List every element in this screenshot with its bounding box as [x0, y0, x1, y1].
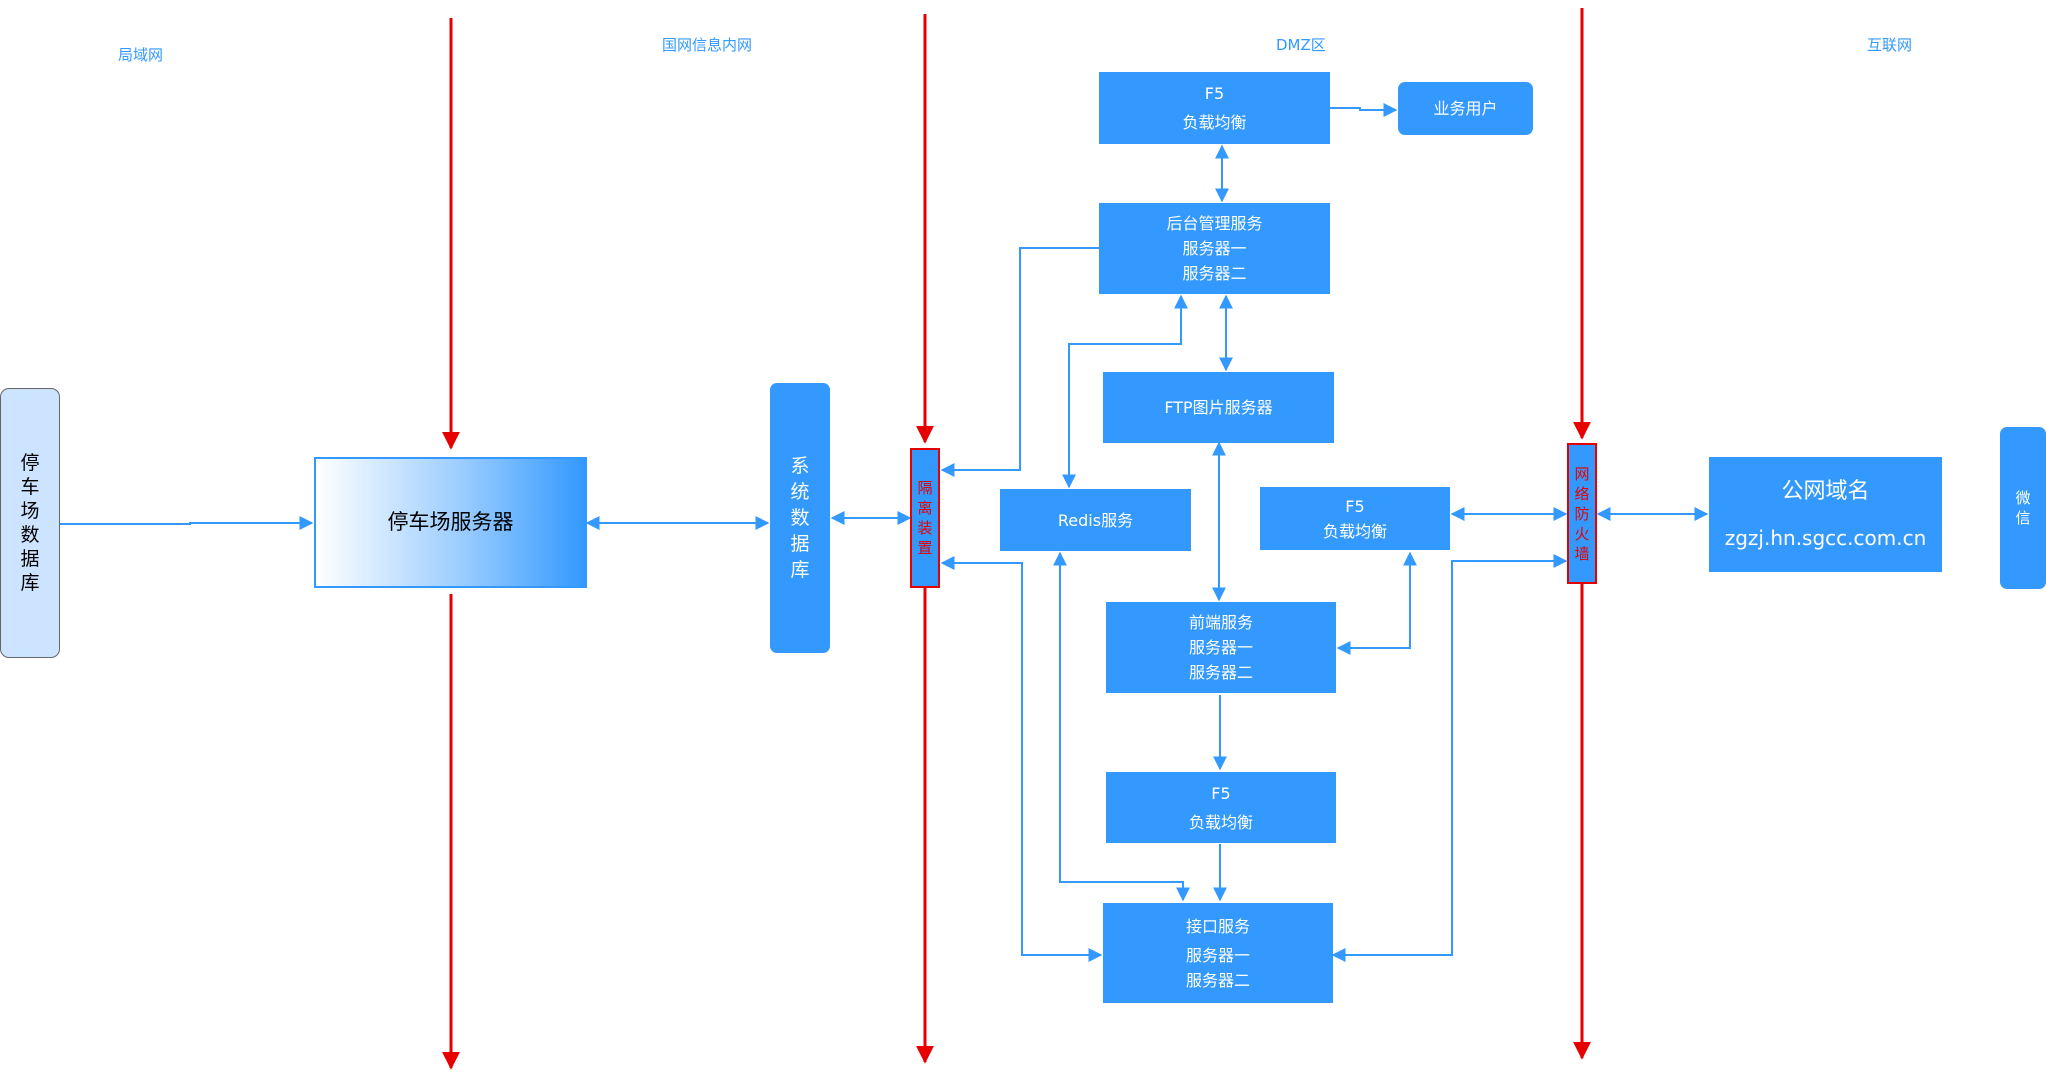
backend-service-title: 后台管理服务	[1166, 214, 1263, 233]
wechat: 微 信	[2000, 427, 2046, 589]
f5-low-name: F5	[1211, 783, 1231, 803]
business-user-label: 业务用户	[1433, 99, 1498, 118]
public-domain: 公网域名 zgzj.hn.sgcc.com.cn	[1709, 457, 1942, 572]
zone-label-internet: 互联网	[1867, 36, 1913, 54]
parking-database: 停 车 场 数 据 库	[0, 388, 60, 658]
zone-label-intranet: 国网信息内网	[662, 36, 753, 54]
firewall-char: 火	[1574, 524, 1590, 543]
isolation-device-char: 隔	[917, 479, 933, 497]
network-firewall: 网 络 防 火 墙	[1567, 443, 1597, 584]
isolation-device-char: 装	[917, 519, 933, 537]
backend-management-service: 后台管理服务 服务器一 服务器二	[1099, 203, 1330, 294]
connector-isolation-api	[940, 556, 1103, 962]
system-database-char: 据	[790, 533, 810, 555]
firewall-char: 络	[1574, 484, 1590, 503]
backend-server-1: 服务器一	[1182, 239, 1247, 258]
api-service: 接口服务 服务器一 服务器二	[1103, 903, 1333, 1003]
f5-load-balancer-mid: F5 负载均衡	[1260, 487, 1450, 550]
ftp-server-label: FTP图片服务器	[1164, 398, 1273, 417]
parking-server: 停车场服务器	[314, 457, 587, 588]
business-user: 业务用户	[1398, 82, 1533, 135]
parking-database-char: 数	[20, 524, 40, 546]
frontend-server-2: 服务器二	[1188, 663, 1253, 682]
public-domain-url: zgzj.hn.sgcc.com.cn	[1724, 525, 1927, 550]
connector-firewall-api	[1331, 554, 1568, 962]
api-server-1: 服务器一	[1185, 945, 1250, 965]
api-service-title: 接口服务	[1185, 916, 1250, 936]
f5-top-desc: 负载均衡	[1182, 113, 1247, 132]
f5-load-balancer-top: F5 负载均衡	[1099, 72, 1330, 144]
parking-database-char: 停	[20, 452, 40, 474]
redis-service: Redis服务	[1000, 489, 1191, 551]
firewall-char: 墙	[1574, 544, 1590, 563]
api-server-2: 服务器二	[1185, 970, 1250, 990]
parking-database-char: 车	[20, 476, 40, 498]
parking-database-char: 据	[20, 548, 40, 570]
connector-db-to-parking-server	[60, 516, 314, 530]
f5-low-desc: 负载均衡	[1188, 812, 1253, 832]
firewall-char: 网	[1574, 464, 1590, 483]
frontend-service-title: 前端服务	[1188, 613, 1253, 632]
backend-server-2: 服务器二	[1182, 264, 1247, 283]
connector-backend-isolation	[940, 247, 1099, 477]
parking-database-char: 库	[20, 572, 40, 594]
connector-f5mid-frontend	[1336, 551, 1417, 655]
f5-load-balancer-low: F5 负载均衡	[1106, 772, 1336, 843]
frontend-service: 前端服务 服务器一 服务器二	[1106, 602, 1336, 693]
connector-redis-api	[1053, 551, 1190, 902]
isolation-device-char: 置	[917, 539, 933, 557]
isolation-device-char: 离	[917, 499, 933, 517]
parking-database-char: 场	[20, 500, 40, 522]
system-database-char: 统	[790, 481, 810, 503]
frontend-server-1: 服务器一	[1188, 638, 1253, 657]
f5-top-name: F5	[1204, 84, 1225, 103]
ftp-image-server: FTP图片服务器	[1103, 372, 1334, 443]
f5-mid-name: F5	[1345, 496, 1365, 516]
system-database-char: 系	[790, 455, 810, 477]
system-database-char: 库	[790, 559, 810, 581]
zone-label-lan: 局域网	[118, 46, 164, 64]
redis-label: Redis服务	[1057, 510, 1134, 530]
wechat-char: 信	[2015, 509, 2031, 527]
system-database: 系 统 数 据 库	[770, 383, 830, 653]
connector-f5top-business-user	[1330, 103, 1398, 117]
zone-label-dmz: DMZ区	[1276, 36, 1326, 54]
blue-connectors	[60, 103, 1709, 962]
isolation-device: 隔 离 装 置	[910, 448, 940, 588]
boundary-lines	[442, 8, 1591, 1070]
wechat-char: 微	[2015, 489, 2031, 507]
system-database-char: 数	[790, 507, 810, 529]
firewall-char: 防	[1574, 504, 1590, 523]
connector-backend-redis	[1062, 294, 1188, 489]
f5-mid-desc: 负载均衡	[1322, 521, 1387, 541]
parking-server-label: 停车场服务器	[387, 510, 514, 534]
public-domain-title: 公网域名	[1781, 478, 1870, 504]
